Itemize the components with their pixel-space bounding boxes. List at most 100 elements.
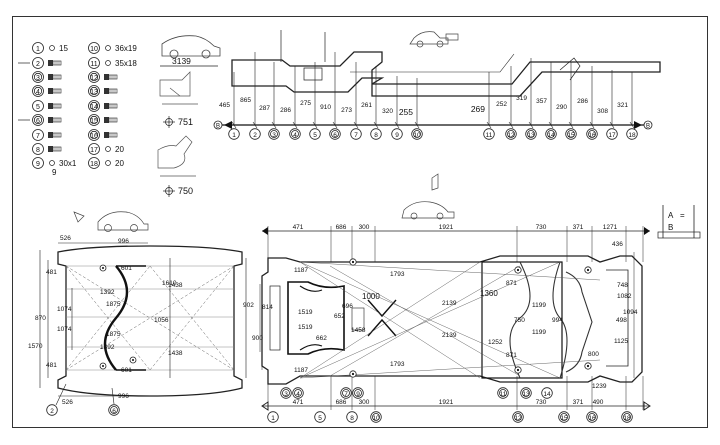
mount-point [349, 258, 357, 266]
bolt-icon [48, 117, 62, 123]
side-ref-15: 15 [565, 128, 577, 140]
dim-d_1187b: 1187 [294, 367, 308, 374]
ref-number: 5 [318, 415, 322, 422]
height-dim: 465 [219, 102, 230, 109]
height-dim: 275 [300, 100, 311, 107]
axis-ref-16: 16 [586, 411, 598, 423]
bolt-icon [104, 103, 118, 109]
mount-point [99, 264, 107, 272]
legend-ref-16: 16 [88, 129, 100, 141]
legend-ref-number: 1 [36, 46, 40, 53]
crosshair-icon [163, 116, 175, 128]
axis-ref-15: 15 [558, 411, 570, 423]
dim-right_1056: 1056 [154, 317, 169, 324]
bolt-icon [104, 74, 118, 80]
dim-d_498: 498 [616, 317, 627, 324]
dim-d_662: 662 [316, 335, 327, 342]
height-dim: 320 [382, 108, 393, 115]
ref-number: 2 [50, 408, 54, 415]
side-ref-5: 5 [309, 128, 321, 140]
dim-left_h1: 481 [46, 269, 57, 276]
legend-ref-17: 17 [88, 143, 100, 155]
height-dim: 910 [320, 104, 331, 111]
dim-d_1187a: 1187 [294, 267, 308, 274]
axis-end-label: B [216, 124, 220, 130]
diam-750: 750 [178, 186, 193, 196]
side-ref-number: 1 [232, 132, 236, 139]
plan-ref-13: 13 [520, 387, 532, 399]
ref-number: 12 [514, 415, 522, 422]
legend-ref-number: 6 [36, 118, 40, 125]
side-ref-16: 16 [586, 128, 598, 140]
bolt-icon [48, 103, 62, 109]
bolt-icon [48, 146, 62, 152]
bottom-dim: 371 [573, 399, 584, 406]
side-ref-10: 10 [411, 128, 423, 140]
side-ref-number: 15 [567, 132, 575, 139]
crosshair-icon [163, 185, 175, 197]
legend-ref-11: 11 [88, 57, 100, 69]
height-dim: 255 [399, 107, 413, 117]
dim-center_601b: 601 [121, 367, 132, 374]
dim-center_601a: 601 [121, 265, 132, 272]
dim-d_1199b: 1199 [532, 329, 546, 336]
bolt-icon [104, 88, 118, 94]
bottom-dim: 730 [536, 399, 547, 406]
bolt-icon [104, 132, 118, 138]
washer-icon [105, 146, 111, 152]
mount-point [99, 362, 107, 370]
legend-ref-number: 9 [36, 161, 40, 168]
diam-751: 751 [178, 117, 193, 127]
top-dim: 371 [573, 224, 584, 231]
side-ref-number: 16 [588, 132, 596, 139]
bottom-dim: 686 [336, 399, 347, 406]
height-dim: 308 [597, 108, 608, 115]
legend-ref-number: 7 [36, 133, 40, 140]
dim-d_1000: 1000 [362, 292, 380, 301]
bolt-icon [48, 88, 62, 94]
dim-d_1082: 1082 [617, 293, 632, 300]
dim-d_1793b: 1793 [390, 361, 405, 368]
axis-ref-5: 5 [314, 411, 326, 423]
dim-center_1392a: 1392 [100, 289, 115, 296]
dim-inner_1074a: 1074 [57, 306, 72, 313]
plan-ref-14: 14 [541, 387, 553, 399]
legend-ref-6: 6 [32, 114, 44, 126]
plan-ref-7: 7 [340, 387, 352, 399]
dim-d_1094: 1094 [623, 309, 638, 316]
ref-number: 4 [296, 391, 300, 398]
legend-ref-number: 14 [90, 104, 98, 111]
side-ref-17: 17 [606, 128, 618, 140]
ref-number: 7 [344, 391, 348, 398]
side-ref-number: 4 [293, 132, 297, 139]
ref-number: 11 [500, 391, 507, 398]
legend-ref-number: 18 [90, 161, 98, 168]
ref-number: 14 [543, 391, 551, 398]
legend-ref-number: 13 [90, 89, 98, 96]
side-ref-number: 13 [527, 132, 535, 139]
mount-point [584, 266, 592, 274]
dim-center_1875b: 1875 [106, 331, 121, 338]
height-dim: 261 [361, 102, 372, 109]
top-dim: 686 [336, 224, 347, 231]
length-3139: 3139 [172, 56, 191, 66]
bolt-icon [48, 60, 62, 66]
ref-number: 9 [356, 391, 360, 398]
ref-number: 3 [284, 391, 288, 398]
jack-detail-1 [159, 71, 198, 105]
legend-ref-number: 17 [90, 147, 98, 154]
legend-ref-2: 2 [32, 57, 44, 69]
side-ref-1: 1 [228, 128, 240, 140]
dim-d_748: 748 [617, 282, 628, 289]
legend-ref-8: 8 [32, 143, 44, 155]
datum-key: A = B [657, 205, 701, 239]
dim-bottom_width: 996 [118, 393, 129, 400]
mount-point [129, 356, 137, 364]
dim-d_902: 902 [243, 302, 254, 309]
front-ref-6: 6 [108, 404, 120, 416]
legend-ref-1: 1 [32, 42, 44, 54]
axis-ref-18: 18 [621, 411, 633, 423]
plan-ref-11: 11 [497, 387, 509, 399]
